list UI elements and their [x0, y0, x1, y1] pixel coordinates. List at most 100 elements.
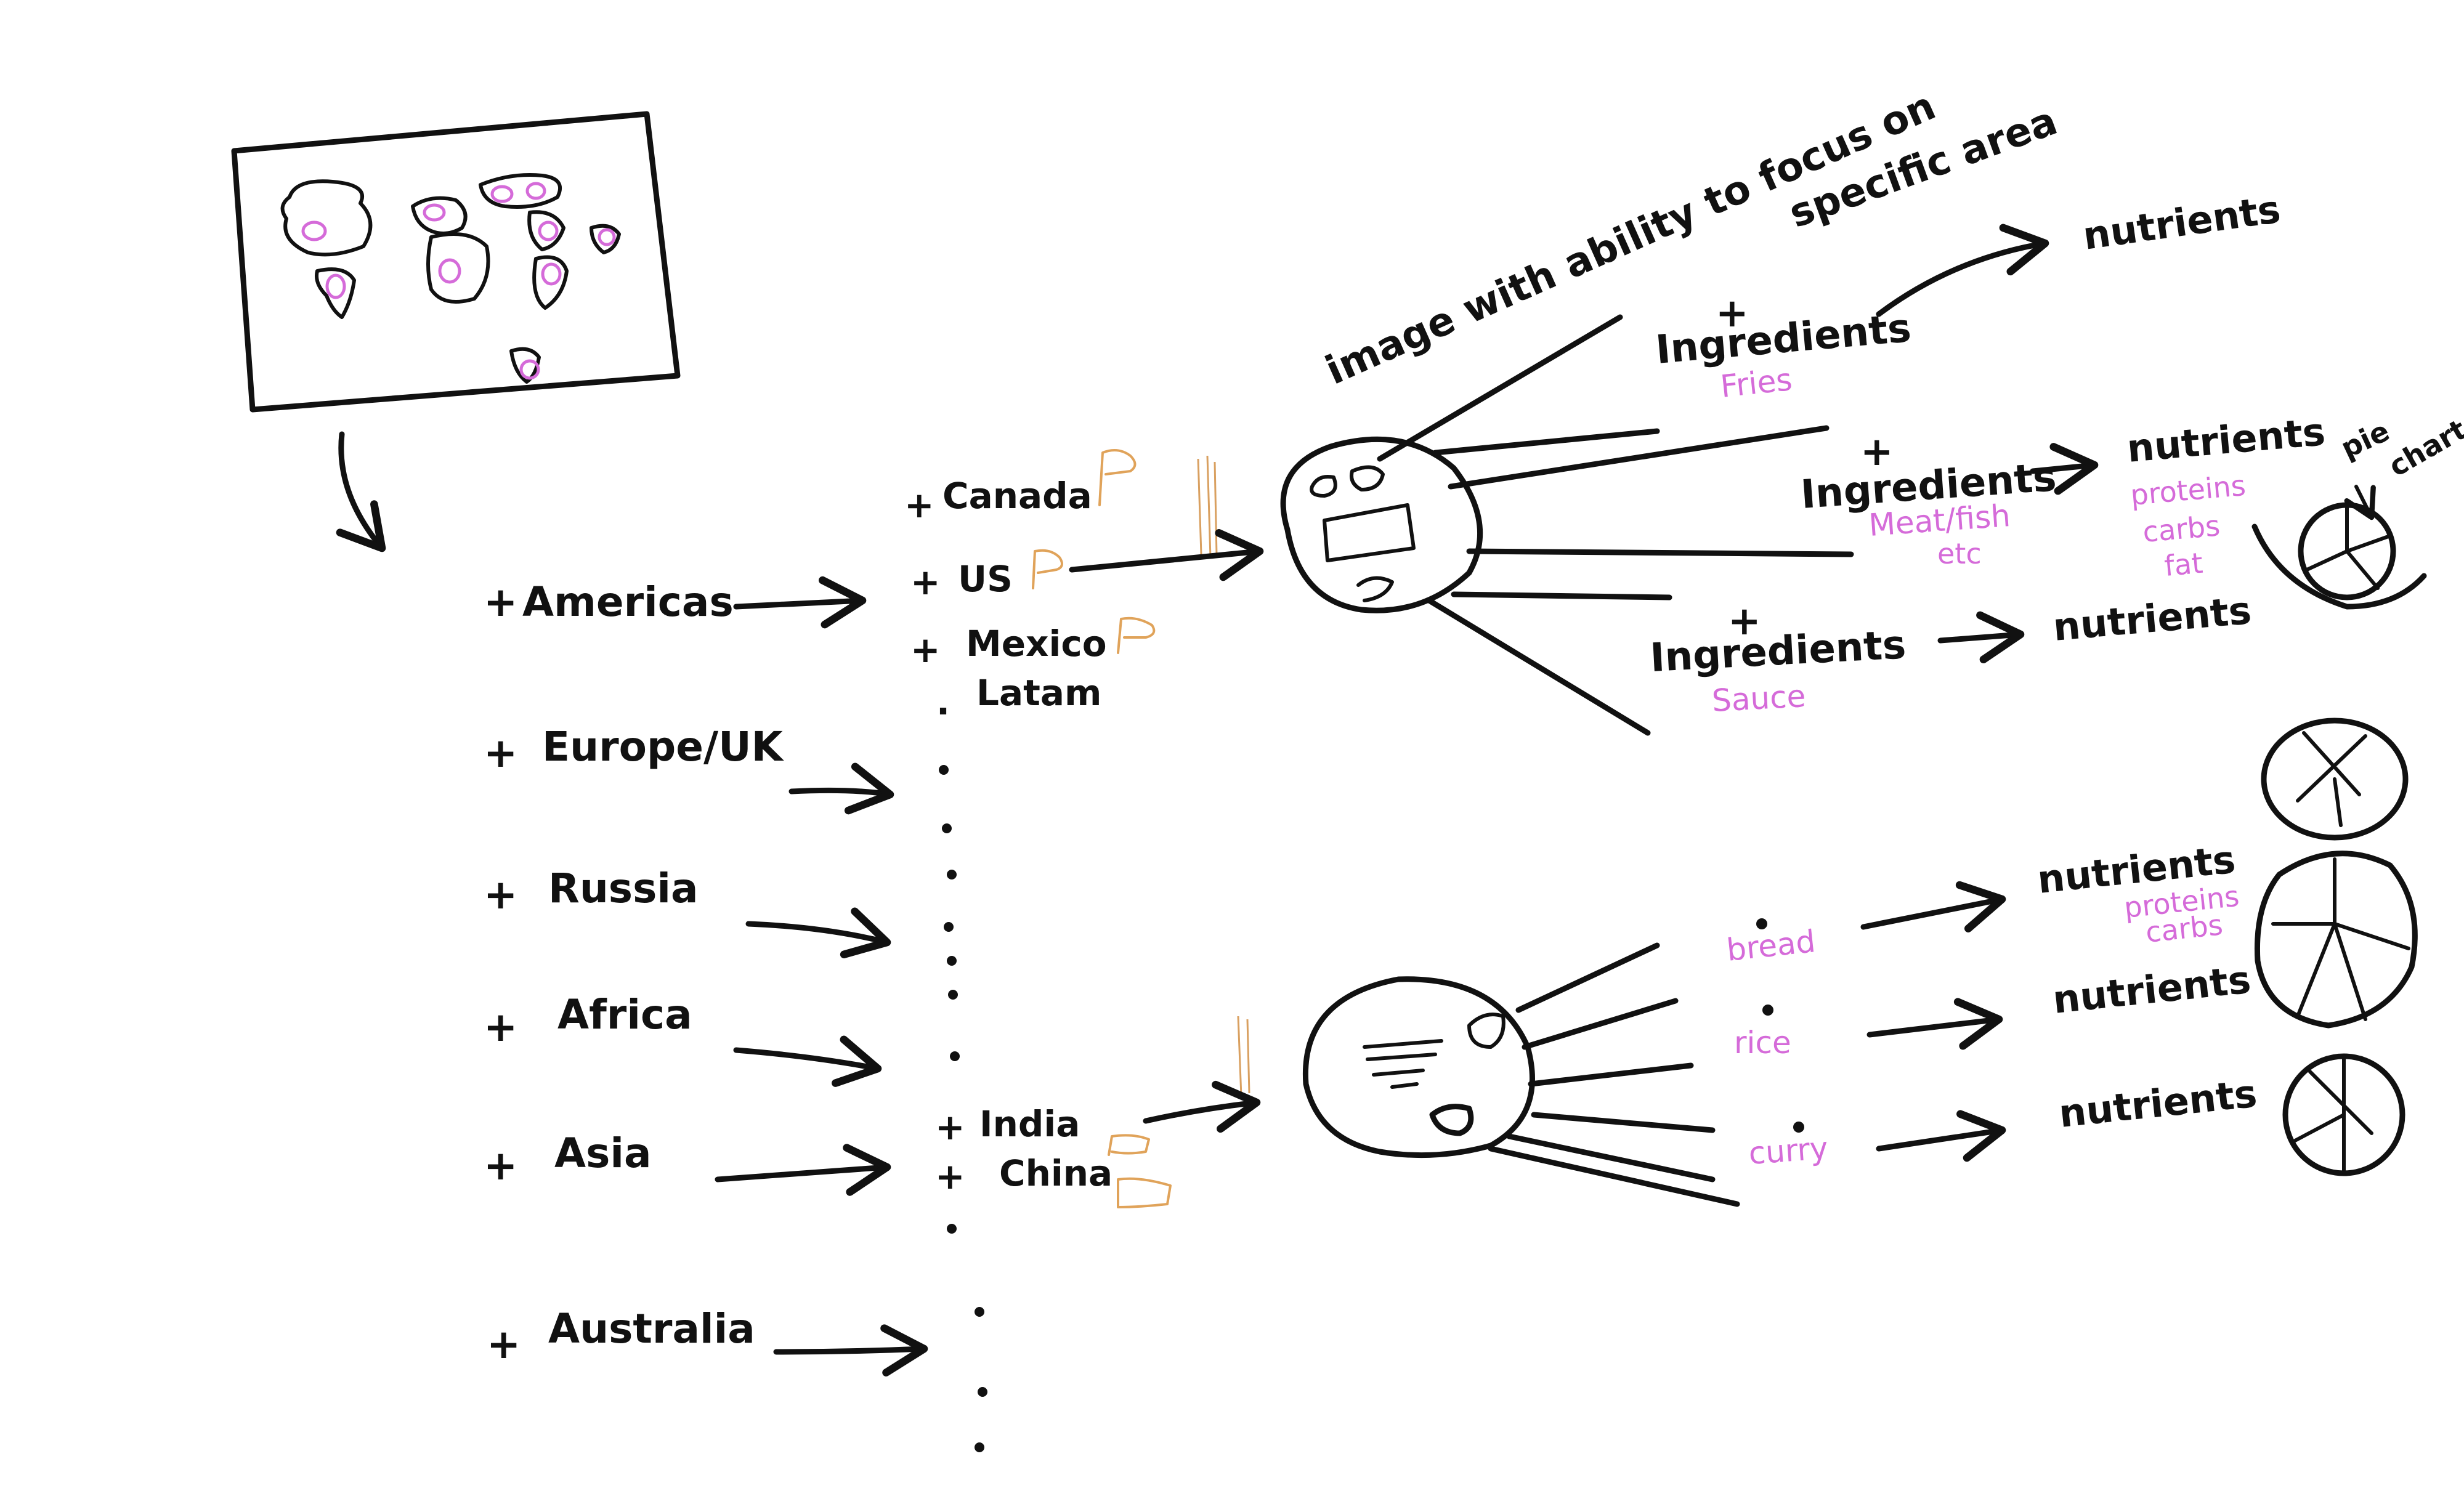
region-australia[interactable]: + Australia: [487, 1305, 755, 1368]
ingredient-sub: Fries: [1719, 362, 1794, 405]
region-americas[interactable]: + Americas: [484, 578, 734, 626]
map-frame: [231, 111, 681, 413]
nutrients-label-1: nutrients: [2080, 187, 2284, 259]
india-dish-image[interactable]: [1302, 976, 1535, 1158]
arrow-americas: [733, 576, 867, 629]
us-ingredient-3[interactable]: + Ingredients Sauce: [1649, 599, 1907, 719]
country-bullet: +: [910, 629, 941, 671]
region-label: Russia: [548, 865, 699, 912]
map-to-regions-arrow: [336, 431, 386, 552]
country-china[interactable]: + China: [935, 1152, 1172, 1208]
macro-list-india: proteins carbs: [2123, 879, 2241, 949]
dish-item: [1310, 475, 1337, 498]
arrow-to-nutrients-1: [1876, 224, 2049, 317]
india-dish-spokes: [1488, 942, 1740, 1207]
arrow-asia: [715, 1144, 891, 1196]
dish-item: [1350, 465, 1385, 491]
ingredient-label: rice: [1734, 1025, 1791, 1061]
region-bullet: +: [484, 871, 517, 918]
pie-slices: [2305, 503, 2392, 590]
dish-plate: [1302, 976, 1535, 1158]
ingredient-bullet: [1793, 1122, 1804, 1133]
arrow-russia: [745, 907, 891, 958]
dish-burger: [1323, 503, 1416, 562]
country-label: Canada: [942, 475, 1092, 517]
us-ingredient-1[interactable]: + Ingredients Fries: [1654, 291, 1913, 405]
country-us[interactable]: + US: [910, 549, 1063, 603]
flag-icon: [1098, 449, 1137, 506]
flag-icon: [1032, 549, 1063, 589]
pie-chart-icon[interactable]: [2251, 502, 2427, 610]
country-label: China: [999, 1152, 1112, 1194]
region-label: Asia: [554, 1130, 652, 1177]
flag-icon: [1117, 1177, 1172, 1208]
country-bullet: +: [904, 484, 934, 526]
us-to-dish-arrow: [1069, 529, 1264, 581]
arrow-rice-nutrients: [1866, 998, 2003, 1050]
country-label: Latam: [976, 672, 1101, 714]
india-ingredient-curry[interactable]: curry: [1748, 1122, 1830, 1171]
placeholder-country-dots: [939, 765, 987, 1452]
region-europe-uk[interactable]: + Europe/UK: [484, 723, 785, 777]
dish-item: [1356, 576, 1394, 602]
pie-chart-icon[interactable]: [2282, 1053, 2405, 1176]
ingredient-label: Ingredients: [1649, 622, 1907, 681]
region-bullet: +: [484, 729, 517, 777]
region-bullet: +: [484, 578, 517, 626]
india-to-dish-arrow: [1143, 1080, 1261, 1133]
ingredient-sub: Sauce: [1711, 678, 1807, 719]
country-latam[interactable]: . Latam: [936, 672, 1101, 723]
dish-item: [1429, 1104, 1474, 1136]
ingredient-bullet: [1762, 1005, 1773, 1016]
flag-icon: [1108, 1134, 1150, 1156]
us-ingredient-2[interactable]: + Ingredients Meat/fish etc: [1799, 429, 2058, 570]
pie-slices: [2296, 731, 2367, 827]
country-label: US: [958, 558, 1013, 600]
pie-chart-icon[interactable]: [2261, 718, 2409, 841]
country-mexico[interactable]: + Mexico: [910, 617, 1156, 671]
macro-list-us: proteins carbs fat: [2129, 469, 2247, 583]
ingredient-label: curry: [1748, 1130, 1830, 1171]
region-bullet: +: [484, 1142, 517, 1189]
pie-slices: [2290, 1054, 2373, 1175]
pie-swoosh: [2251, 524, 2427, 610]
country-bullet: +: [935, 1106, 965, 1148]
ingredient-bullet: +: [1728, 599, 1761, 644]
macro-fat: fat: [2163, 546, 2204, 583]
region-russia[interactable]: + Russia: [484, 865, 699, 918]
arrow-africa: [733, 1035, 882, 1087]
country-label: Mexico: [966, 623, 1107, 665]
region-label: Americas: [522, 578, 734, 626]
arrow-bread-nutrients: [1860, 881, 2006, 932]
nutrients-label-curry: nutrients: [2057, 1071, 2259, 1136]
region-africa[interactable]: + Africa: [484, 991, 692, 1051]
dish-plate: [1280, 436, 1483, 613]
india-ingredient-bread[interactable]: bread: [1725, 918, 1817, 968]
arrow-to-nutrients-3: [1937, 611, 2025, 664]
us-dish-image[interactable]: [1280, 436, 1483, 613]
pie-chart-note-2: chart: [2383, 413, 2464, 483]
us-dish-spokes: [1377, 314, 1854, 736]
world-map[interactable]: [231, 111, 681, 413]
india-ingredient-rice[interactable]: rice: [1734, 1005, 1791, 1061]
arrow-curry-nutrients: [1876, 1110, 2006, 1162]
macro-carbs: carbs: [2141, 509, 2221, 549]
flag-icon: [1117, 617, 1156, 654]
region-arrows: [715, 576, 928, 1377]
pie-chart-icon[interactable]: [2254, 851, 2418, 1029]
map-markers: [301, 182, 616, 380]
arrow-australia: [773, 1324, 928, 1377]
dish-rice: [1363, 1039, 1443, 1089]
pie-outline: [2254, 851, 2418, 1029]
ingredient-sub2: etc: [1937, 537, 1982, 570]
ingredient-bullet: +: [1716, 291, 1749, 336]
region-list: + Americas + Europe/UK + Russia + Africa…: [484, 578, 785, 1368]
arrow-to-nutrients-2: [2030, 443, 2099, 495]
region-label: Africa: [557, 991, 692, 1038]
region-asia[interactable]: + Asia: [484, 1130, 652, 1189]
ingredient-bullet: [1756, 918, 1767, 929]
country-canada[interactable]: + Canada: [904, 449, 1137, 526]
pie-slices: [2271, 857, 2410, 1021]
country-india[interactable]: + India: [935, 1103, 1150, 1156]
